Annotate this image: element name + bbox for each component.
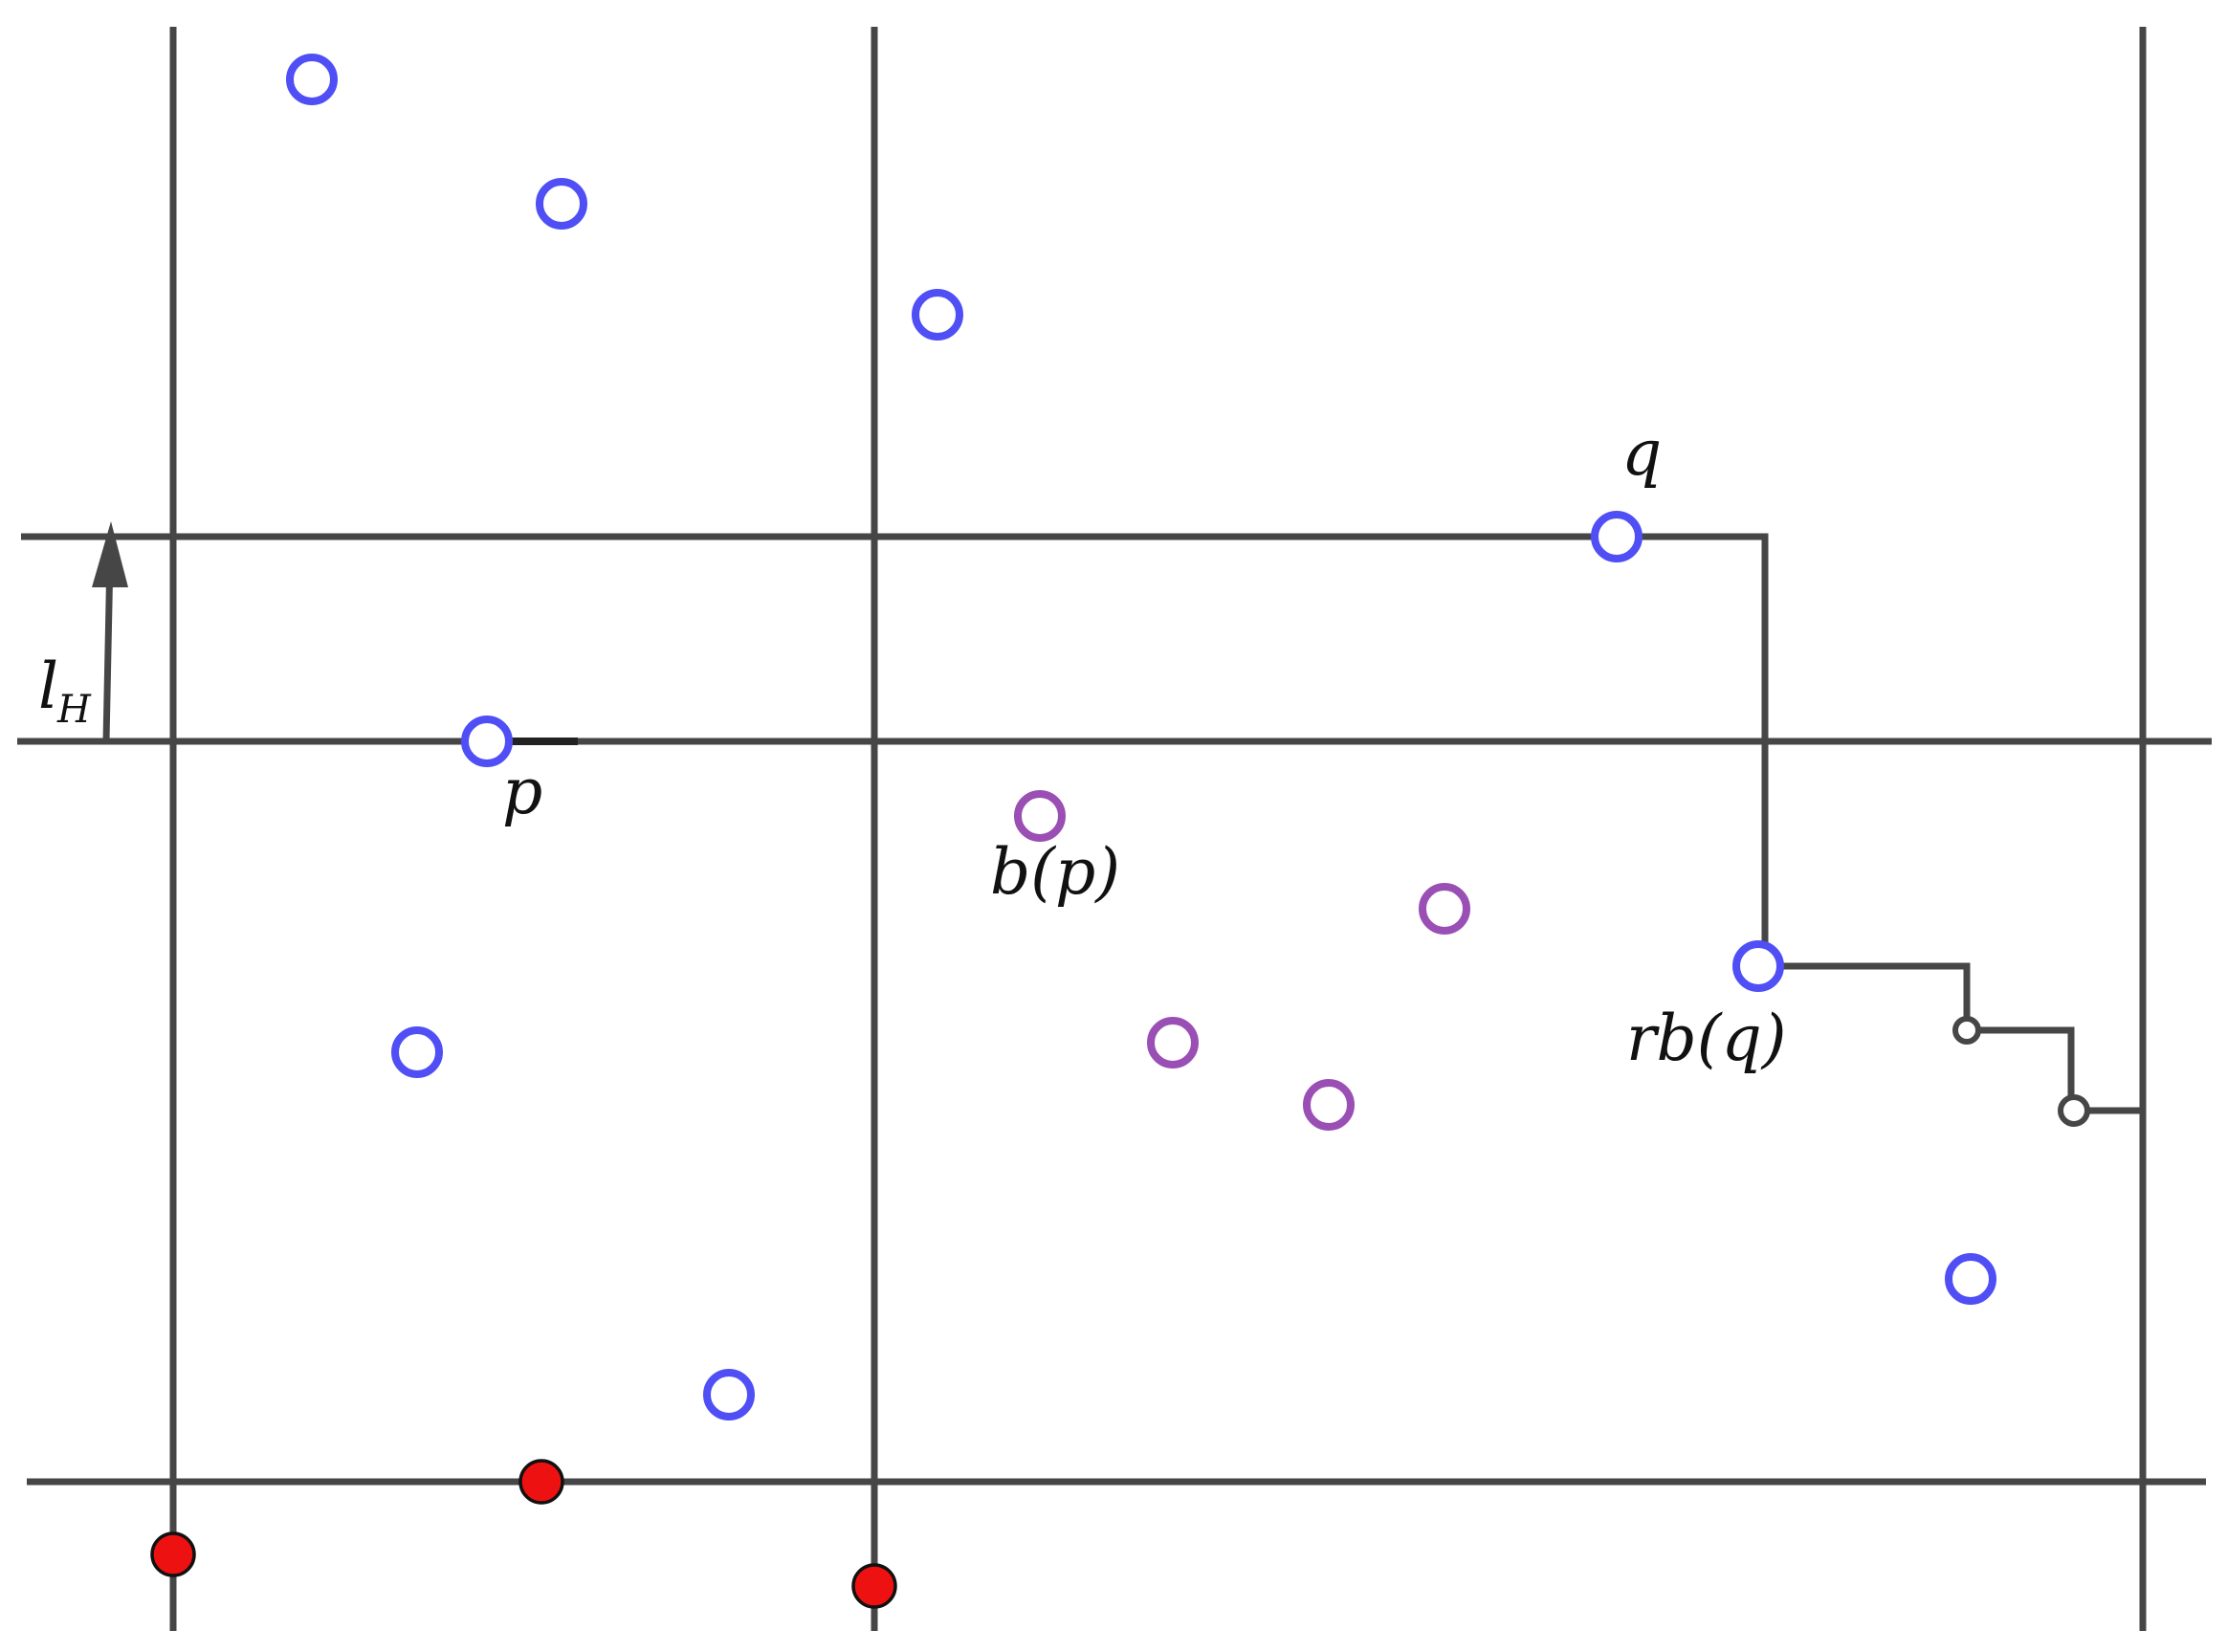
red-point (851, 1563, 897, 1609)
label-b-p: b(p) (990, 835, 1120, 909)
label-q: q (1621, 416, 1662, 490)
blue-point-p (461, 716, 513, 767)
purple-point-b-p (1014, 790, 1066, 842)
blue-point (1945, 1253, 1996, 1305)
blue-point (391, 1026, 443, 1078)
staircase-corner-point (1952, 1016, 1981, 1045)
purple-point (1419, 883, 1470, 935)
blue-point (286, 54, 338, 105)
lh-arrowhead (92, 521, 128, 587)
blue-point (703, 1369, 755, 1421)
blue-point (536, 178, 587, 230)
lh-arrow (101, 552, 114, 742)
label-rb-q: rb(q) (1626, 1002, 1787, 1075)
red-point (518, 1459, 564, 1505)
blue-point (912, 289, 963, 341)
blue-point-rb-q (1732, 940, 1784, 992)
staircase-corner-point (2058, 1094, 2090, 1127)
staircase-rb (1758, 962, 2143, 1114)
label-l: l (38, 650, 58, 723)
label-l-subscript: H (56, 688, 92, 732)
purple-point (1303, 1079, 1355, 1131)
red-point (150, 1531, 196, 1577)
purple-point (1147, 1017, 1199, 1068)
staircase-q (1617, 533, 1769, 966)
blue-point-q (1591, 511, 1643, 562)
label-p: p (502, 755, 542, 828)
